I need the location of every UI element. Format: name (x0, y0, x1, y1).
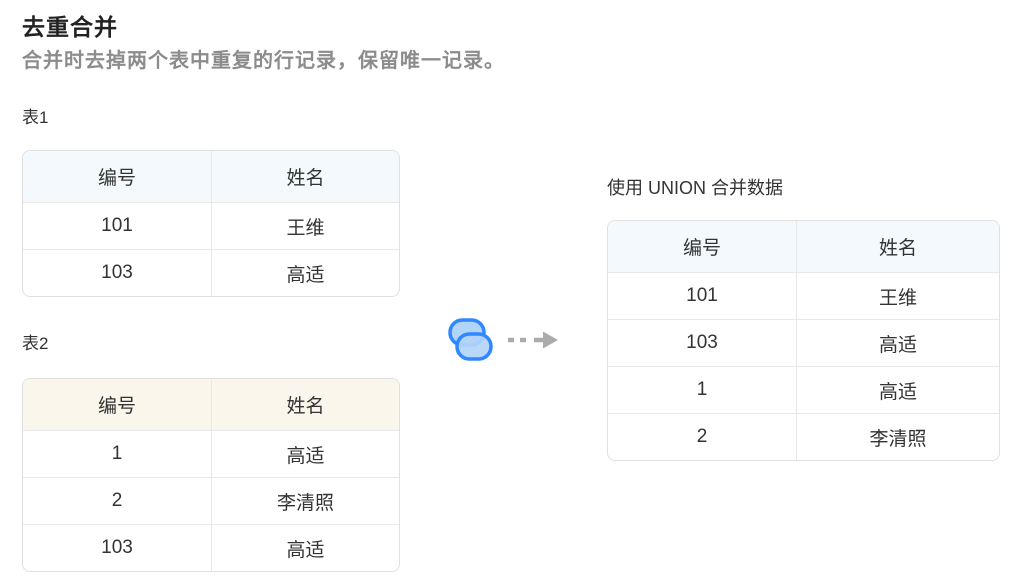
table2-cell-name: 李清照 (212, 478, 399, 525)
result-cell-id: 101 (608, 273, 797, 320)
table-row: 2 李清照 (23, 478, 399, 525)
table1-header-id: 编号 (23, 151, 212, 203)
result-cell-name: 高适 (797, 320, 999, 367)
table2-cell-name: 高适 (286, 539, 325, 561)
page-subtitle: 合并时去掉两个表中重复的行记录，保留唯一记录。 (22, 50, 505, 72)
table-row: 2 李清照 (608, 414, 999, 460)
result-table: 编号 姓名 101 王维 103 高适 1 高适 2 李清照 (607, 220, 1000, 461)
table1-cell-id: 103 (23, 250, 212, 296)
table2-label: 表2 (22, 334, 49, 353)
table1-cell-name: 王维 (212, 203, 399, 250)
table1-header-name: 姓名 (212, 151, 399, 203)
page-title: 去重合并 (22, 14, 118, 40)
table2-cell-id: 1 (23, 431, 212, 478)
table2-header-id: 编号 (23, 379, 212, 431)
table2: 编号 姓名 1 高适 2 李清照 103 高适 (22, 378, 400, 572)
table-row: 103 高适 (23, 525, 399, 571)
dashed-right-arrow-icon (506, 329, 560, 351)
table-row: 103 高适 (608, 320, 999, 367)
table1-header-row: 编号 姓名 (23, 151, 399, 203)
table2-cell-id: 103 (23, 525, 212, 571)
table-row: 101 王维 (23, 203, 399, 250)
table-row: 1 高适 (608, 367, 999, 414)
table-row: 103 高适 (23, 250, 399, 296)
result-cell-name: 王维 (797, 273, 999, 320)
result-cell-id: 103 (608, 320, 797, 367)
table2-header-row: 编号 姓名 (23, 379, 399, 431)
table-row: 101 王维 (608, 273, 999, 320)
result-header-row: 编号 姓名 (608, 221, 999, 273)
result-header-name: 姓名 (797, 221, 999, 273)
table2-cell-id: 2 (23, 478, 212, 525)
result-cell-id: 1 (608, 367, 797, 414)
table1-cell-id: 101 (23, 203, 212, 250)
table2-cell-name: 高适 (212, 431, 399, 478)
result-cell-id: 2 (608, 414, 797, 460)
table1-label: 表1 (22, 108, 49, 127)
table-row: 1 高适 (23, 431, 399, 478)
result-cell-name: 高适 (797, 367, 999, 414)
table1: 编号 姓名 101 王维 103 高适 (22, 150, 400, 297)
result-cell-name: 李清照 (869, 428, 927, 450)
table2-header-name: 姓名 (212, 379, 399, 431)
union-overlap-icon (446, 315, 494, 363)
table1-cell-name: 高适 (286, 264, 325, 286)
result-header-id: 编号 (608, 221, 797, 273)
result-table-label: 使用 UNION 合并数据 (607, 178, 784, 198)
